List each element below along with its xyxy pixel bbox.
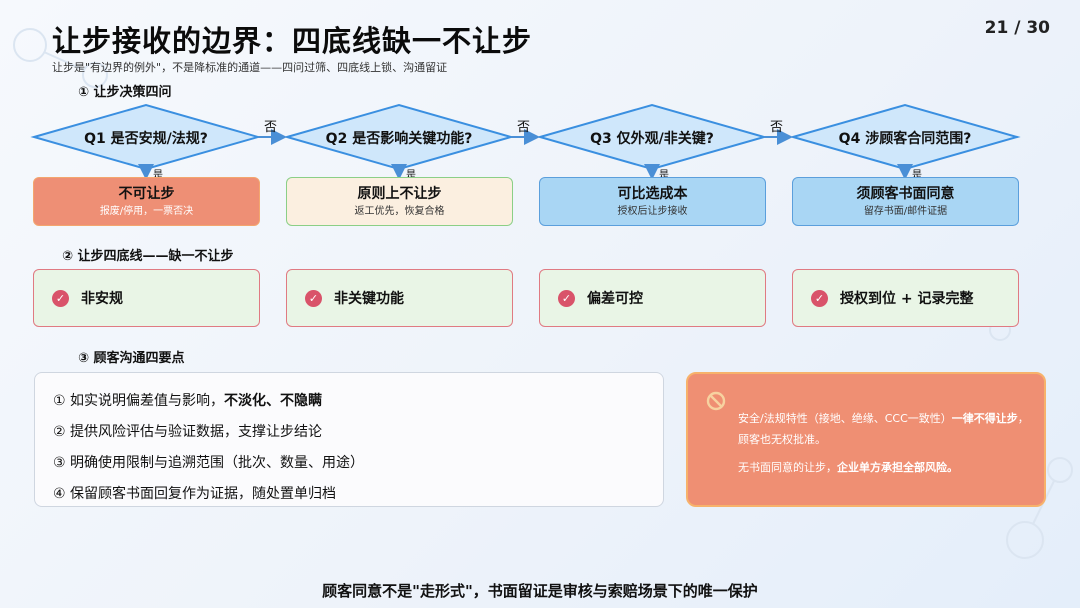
footer-caption: 顾客同意不是"走形式"，书面留证是审核与索赔场景下的唯一保护 bbox=[322, 582, 758, 600]
outcome-title: 不可让步 bbox=[118, 186, 175, 202]
baseline-label: 非安规 bbox=[81, 291, 123, 307]
outcome-box-1: 不可让步 报废/停用，一票否决 bbox=[33, 177, 260, 226]
section-heading-communication: ③ 顾客沟通四要点 bbox=[78, 351, 185, 366]
question-q1: Q1 是否安规/法规? bbox=[84, 131, 208, 147]
question-q4: Q4 涉顾客合同范围? bbox=[838, 131, 972, 147]
yes-label-3: 是 bbox=[659, 170, 669, 181]
section-heading-decision: ① 让步决策四问 bbox=[78, 85, 172, 100]
baseline-card-3: ✓ 偏差可控 bbox=[539, 269, 766, 327]
page-number: 21 / 30 bbox=[984, 18, 1050, 38]
communication-item: ② 提供风险评估与验证数据，支撑让步结论 bbox=[53, 424, 322, 440]
communication-panel: ① 如实说明偏差值与影响，不淡化、不隐瞒 ② 提供风险评估与验证数据，支撑让步结… bbox=[34, 372, 664, 507]
slide-subtitle: 让步是"有边界的例外"，不是降标准的通道——四问过筛、四底线上锁、沟通留证 bbox=[52, 61, 448, 74]
check-circle-icon: ✓ bbox=[558, 289, 575, 307]
outcome-subtext: 返工优先，恢复合格 bbox=[354, 206, 445, 217]
baseline-label: 授权到位 + 记录完整 bbox=[840, 291, 974, 307]
communication-item: ③ 明确使用限制与追溯范围（批次、数量、用途） bbox=[53, 455, 364, 471]
warning-text: 安全/法规特性（接地、绝缘、CCC一致性）一律不得让步，顾客也无权批准。 无书面… bbox=[738, 412, 1029, 474]
baseline-card-4: ✓ 授权到位 + 记录完整 bbox=[792, 269, 1019, 327]
communication-item: ④ 保留顾客书面回复作为证据，随处置单归档 bbox=[53, 486, 336, 502]
outcome-title: 原则上不让步 bbox=[357, 186, 442, 202]
decision-diamond-q4 bbox=[789, 103, 1021, 171]
check-circle-icon: ✓ bbox=[305, 289, 322, 307]
no-label-2: 否 bbox=[517, 120, 531, 135]
question-q2: Q2 是否影响关键功能? bbox=[325, 131, 473, 147]
outcome-title: 须顾客书面同意 bbox=[856, 186, 955, 202]
outcome-box-2: 原则上不让步 返工优先，恢复合格 bbox=[286, 177, 513, 226]
question-q3: Q3 仅外观/非关键? bbox=[590, 131, 714, 147]
outcome-box-4: 须顾客书面同意 留存书面/邮件证据 bbox=[792, 177, 1019, 226]
baseline-label: 偏差可控 bbox=[587, 291, 643, 307]
baseline-label: 非关键功能 bbox=[334, 291, 404, 307]
communication-item: ① 如实说明偏差值与影响，不淡化、不隐瞒 bbox=[53, 393, 323, 409]
slide-title: 让步接收的边界：四底线缺一不让步 bbox=[52, 24, 533, 58]
outcome-subtext: 报废/停用，一票否决 bbox=[99, 206, 194, 217]
outcome-subtext: 授权后让步接收 bbox=[617, 206, 688, 217]
no-label-1: 否 bbox=[264, 120, 278, 135]
outcome-title: 可比选成本 bbox=[617, 186, 688, 202]
check-circle-icon: ✓ bbox=[811, 289, 828, 307]
outcome-subtext: 留存书面/邮件证据 bbox=[863, 206, 948, 217]
yes-label-2: 是 bbox=[406, 170, 416, 181]
no-label-3: 否 bbox=[770, 120, 784, 135]
warning-panel: 安全/法规特性（接地、绝缘、CCC一致性）一律不得让步，顾客也无权批准。 无书面… bbox=[686, 372, 1046, 507]
outcome-box-3: 可比选成本 授权后让步接收 bbox=[539, 177, 766, 226]
prohibited-icon bbox=[706, 391, 726, 411]
yes-label-4: 是 bbox=[912, 170, 922, 181]
baseline-card-2: ✓ 非关键功能 bbox=[286, 269, 513, 327]
check-circle-icon: ✓ bbox=[52, 289, 69, 307]
section-heading-baselines: ② 让步四底线——缺一不让步 bbox=[62, 249, 234, 264]
yes-label-1: 是 bbox=[153, 170, 163, 181]
baseline-card-1: ✓ 非安规 bbox=[33, 269, 260, 327]
